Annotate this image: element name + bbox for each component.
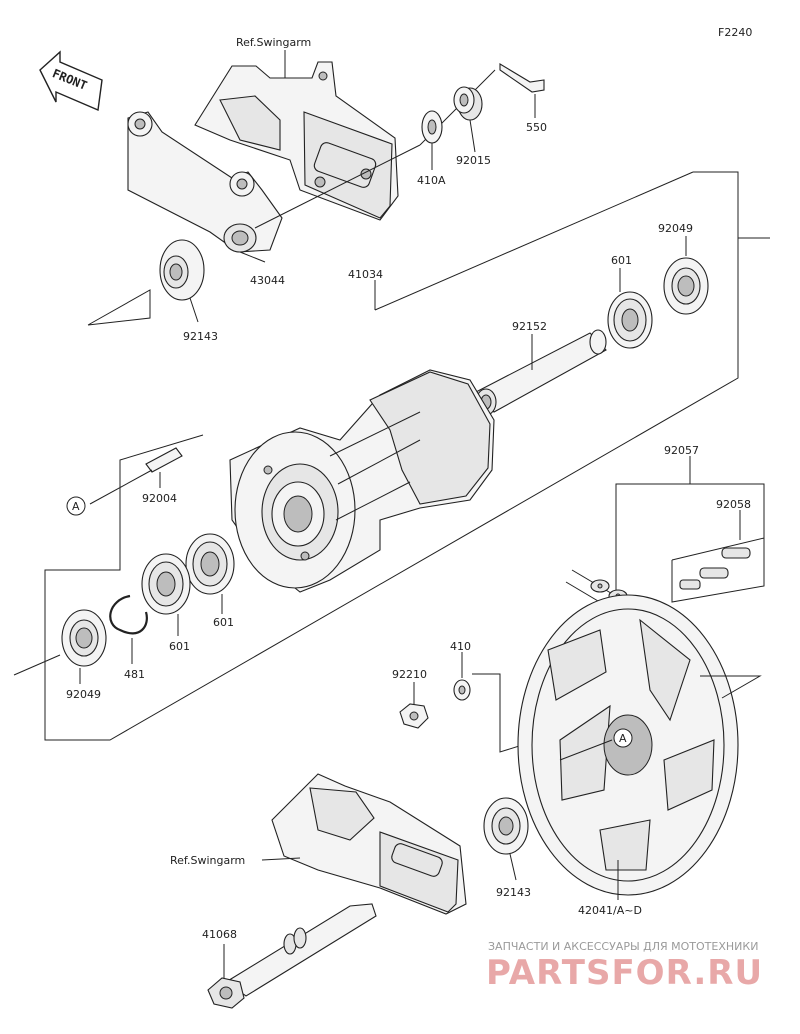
- callout-92057: 92057: [664, 444, 699, 457]
- bearing-601-left: [141, 553, 191, 615]
- callout-550: 550: [526, 121, 547, 134]
- spacer-tube-92152: [475, 329, 607, 416]
- watermark-logo: PARTSFOR.RU: [486, 953, 763, 993]
- circlip-481: [109, 594, 148, 635]
- marker-a-left: A: [72, 500, 80, 513]
- oil-seal-92049-left: [61, 609, 107, 667]
- washer-410: [453, 679, 471, 701]
- collar-92143-top: [159, 239, 205, 301]
- bearing-601-top: [607, 291, 653, 349]
- axle-41068: [207, 903, 377, 1009]
- callout-41068: 41068: [202, 928, 237, 941]
- callout-43044: 43044: [250, 274, 285, 287]
- master-link-92058: [679, 547, 751, 590]
- nut-92210: [399, 703, 429, 729]
- callout-41034: 41034: [348, 268, 383, 281]
- callout-92004: 92004: [142, 492, 177, 505]
- callout-92143-bottom: 92143: [496, 886, 531, 899]
- callout-410: 410: [450, 640, 471, 653]
- callout-481: 481: [124, 668, 145, 681]
- swingarm-upper-part: [194, 61, 399, 221]
- callout-601-mid: 601: [213, 616, 234, 629]
- chain-adjuster-43044: [127, 111, 283, 253]
- ref-swingarm-bottom-label: Ref.Swingarm: [170, 854, 245, 867]
- callout-92210: 92210: [392, 668, 427, 681]
- cotter-pin-550: [499, 63, 545, 93]
- callout-92152: 92152: [512, 320, 547, 333]
- front-arrow-icon: FRONT: [39, 50, 103, 112]
- callout-92049-top: 92049: [658, 222, 693, 235]
- oil-seal-92049-top: [663, 257, 709, 315]
- callout-601-left: 601: [169, 640, 190, 653]
- callout-42041: 42041/A~D: [578, 904, 642, 917]
- callout-92143-top: 92143: [183, 330, 218, 343]
- bearing-601-mid: [185, 533, 235, 595]
- callout-92015: 92015: [456, 154, 491, 167]
- marker-a-right: A: [619, 732, 627, 745]
- watermark-tagline: ЗАПЧАСТИ И АКСЕССУАРЫ ДЛЯ МОТОТЕХНИКИ: [488, 940, 758, 953]
- callout-92058: 92058: [716, 498, 751, 511]
- callout-92049-left: 92049: [66, 688, 101, 701]
- washer-410A: [421, 110, 443, 144]
- collar-92015: [453, 86, 483, 121]
- callout-601-top: 601: [611, 254, 632, 267]
- ref-swingarm-top-label: Ref.Swingarm: [236, 36, 311, 49]
- rear-wheel-hub: [229, 369, 495, 593]
- collar-92143-bottom: [483, 797, 529, 855]
- callout-410A: 410A: [417, 174, 446, 187]
- swingarm-lower-part: [271, 773, 467, 915]
- diagram-code: F2240: [718, 26, 752, 39]
- stud-92004: [145, 447, 183, 473]
